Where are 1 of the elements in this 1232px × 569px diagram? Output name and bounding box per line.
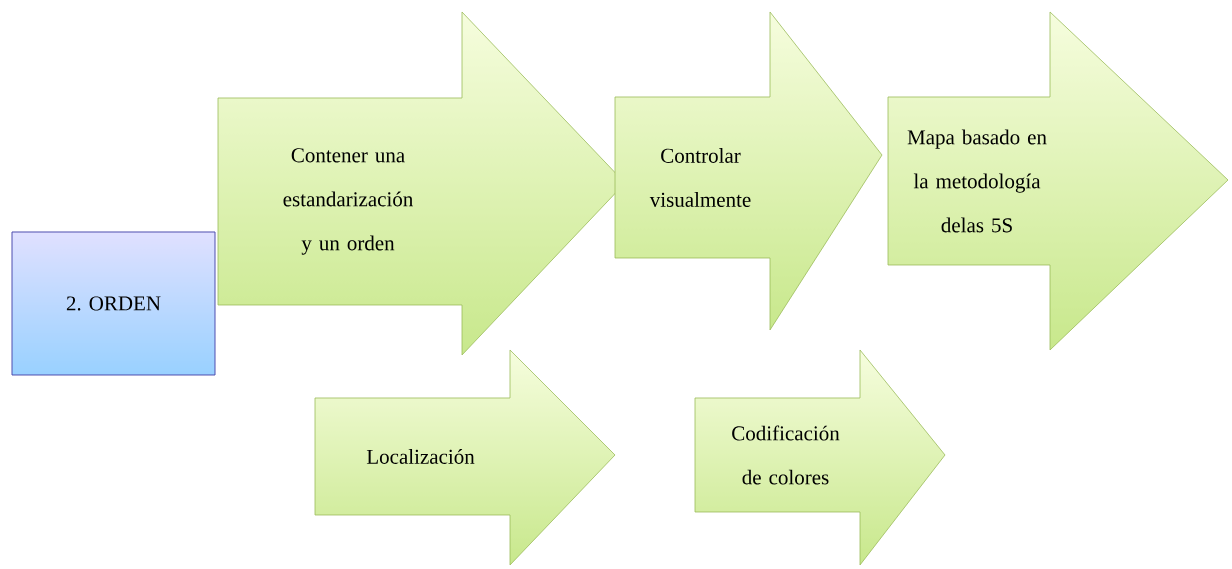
label-box: 2. ORDEN xyxy=(11,231,216,376)
